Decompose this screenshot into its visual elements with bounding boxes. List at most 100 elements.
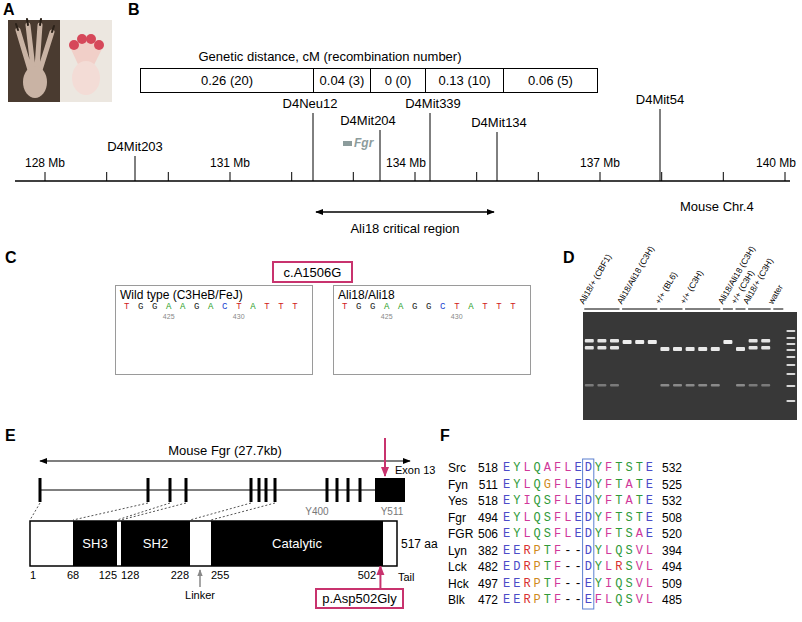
sequence-letter: I [523,494,533,508]
sequence-letter: A [208,302,222,312]
gel-image [583,309,797,420]
domain-box: Catalytic [211,521,383,566]
sequence-letter: Y [595,494,605,508]
base-position: 430 [233,313,245,320]
residue-number: 472 [478,594,498,606]
sequence-letter: L [564,461,574,475]
gene-label: Mouse Fgr (27.7kb) [168,444,281,457]
sequence-letter: E [503,511,513,525]
box-text: SH3 [82,537,107,550]
sequence-letter: F [554,511,564,525]
sequence-letter: L [564,478,574,492]
base-position: 425 [381,313,393,320]
sequence-letter: F [605,511,615,525]
lane-label: Ali18/+ (CBF1) [578,253,613,306]
sequence-letter: S [625,593,635,607]
sequence-letter: T [236,302,250,312]
position-label: 131 Mb [210,157,250,169]
sequence-letter: T [124,302,138,312]
sequence-letter: E [646,494,656,508]
sequence-letter: Y [513,527,523,541]
sequence-letter: Y [595,560,605,574]
sequence-letter: A [250,302,264,312]
sequence-letter: T [482,302,496,312]
sequence-letter: A [636,527,646,541]
sequence-letter: G [356,302,370,312]
sequence-letter: L [646,544,656,558]
gel-band [610,339,619,343]
gel-band [786,349,795,351]
sequence-letter: C [222,302,236,312]
axis-title: Genetic distance, cM (recombination numb… [198,50,461,63]
protein-name: Yes [448,495,468,507]
lane-group-bar [723,309,733,310]
box-text: 0.06 (5) [528,74,573,87]
position-label: 140 Mb [756,157,796,169]
aligned-sequence: EYLQGFLEDYFTATE [503,479,656,491]
residue-number: 532 [662,462,682,474]
sequence-letter: L [523,527,533,541]
region-label: Linker [185,590,215,601]
chromosome-name: Mouse Chr.4 [680,200,754,213]
aligned-sequence: EERPTF--EYIQSVL [503,578,656,590]
sequence-letter: F [605,494,615,508]
residue-number: 497 [478,578,498,590]
position-label: 137 Mb [580,157,620,169]
sequence-letter: T [636,511,646,525]
sequence-letter: E [503,544,513,558]
sequence-letter: E [646,527,656,541]
sequence-letter: R [523,560,533,574]
sequence-letter: L [605,544,615,558]
residue-number: 1 [30,570,36,581]
gel-band [660,347,669,351]
sequence-letter: D [585,511,595,525]
sequence-letter: S [625,560,635,574]
aligned-sequence: EERPTF--EFLQSVL [503,594,656,606]
sequence-letter: G [194,302,208,312]
exon-label: Exon 13 [395,465,435,476]
sequence-letter: Q [534,527,544,541]
sequence-letter: T [615,494,625,508]
box-text: 0.04 (3) [320,74,365,87]
gel-band [648,340,657,344]
sequence-letter: T [278,302,292,312]
gel-band [711,384,720,387]
gel-band [723,340,732,344]
sequence-letter: Y [595,511,605,525]
sequence-letter: L [564,527,574,541]
sequence-letter: Q [615,544,625,558]
sequence-letter: Y [595,461,605,475]
sequence-letter: Y [595,527,605,541]
sequence-letter: E [513,577,523,591]
panel-letter: F [440,428,450,444]
mutation-box: c.A1506G [272,261,353,283]
sequence-letter: T [496,302,510,312]
sequence-letter: S [625,461,635,475]
gel-background [583,312,797,420]
aligned-sequence: EYLQSFLEDYFTSTE [503,512,656,524]
sequence-letter: T [292,302,306,312]
sequence-letter: E [574,494,584,508]
lane-group-bar [584,309,619,310]
sequence-letter: G [152,302,166,312]
panel-letter: A [3,2,15,18]
residue-number: 525 [662,479,682,491]
sequence-letter: F [554,478,564,492]
residue-number: 532 [662,495,682,507]
sequence-letter: E [503,478,513,492]
residue-number: 382 [478,545,498,557]
sequence-letter: Y [595,544,605,558]
sequence-letter: E [503,593,513,607]
sequence-letter: F [554,494,564,508]
residue-number: 520 [662,528,682,540]
gel-band [597,346,606,350]
sequence-letter: Q [615,577,625,591]
residue-number: 494 [662,561,682,573]
sequence-letter: Y [513,494,523,508]
sequence-letter: S [544,527,554,541]
lane-group-bar [685,309,720,310]
sequence-letter: V [636,544,646,558]
gel-band [786,343,795,345]
lane-group-bar [773,309,783,310]
gel-band [736,347,745,351]
